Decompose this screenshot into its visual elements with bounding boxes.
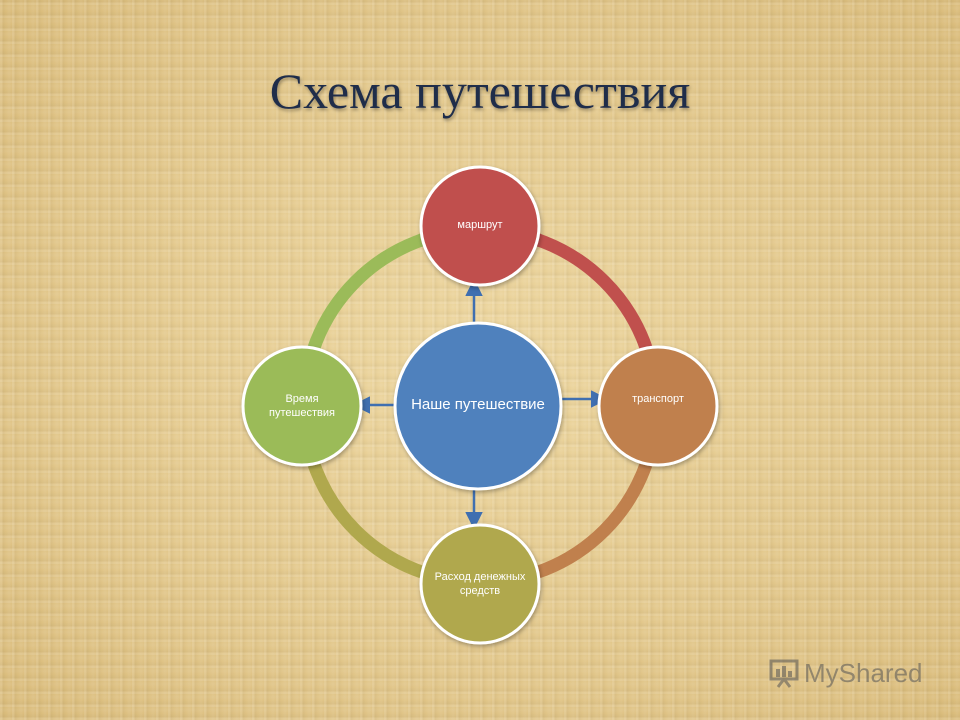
node-bottom-label: Расход денежных средств — [434, 571, 526, 597]
node-bottom-circle — [419, 523, 541, 645]
slide-title: Схема путешествия — [269, 63, 691, 119]
node-left-label: Время путешествия — [269, 393, 335, 419]
watermark: MyShared — [768, 656, 923, 690]
node-top-label: маршрут — [457, 219, 503, 231]
node-right-circle — [597, 345, 719, 467]
node-right-label: транспорт — [632, 393, 684, 405]
center-circle — [393, 321, 563, 491]
center-label: Наше путешествие — [411, 396, 545, 413]
presentation-icon — [769, 659, 799, 688]
node-left-circle — [241, 345, 363, 467]
watermark-text: MyShared — [804, 657, 923, 688]
node-top-circle — [419, 165, 541, 287]
